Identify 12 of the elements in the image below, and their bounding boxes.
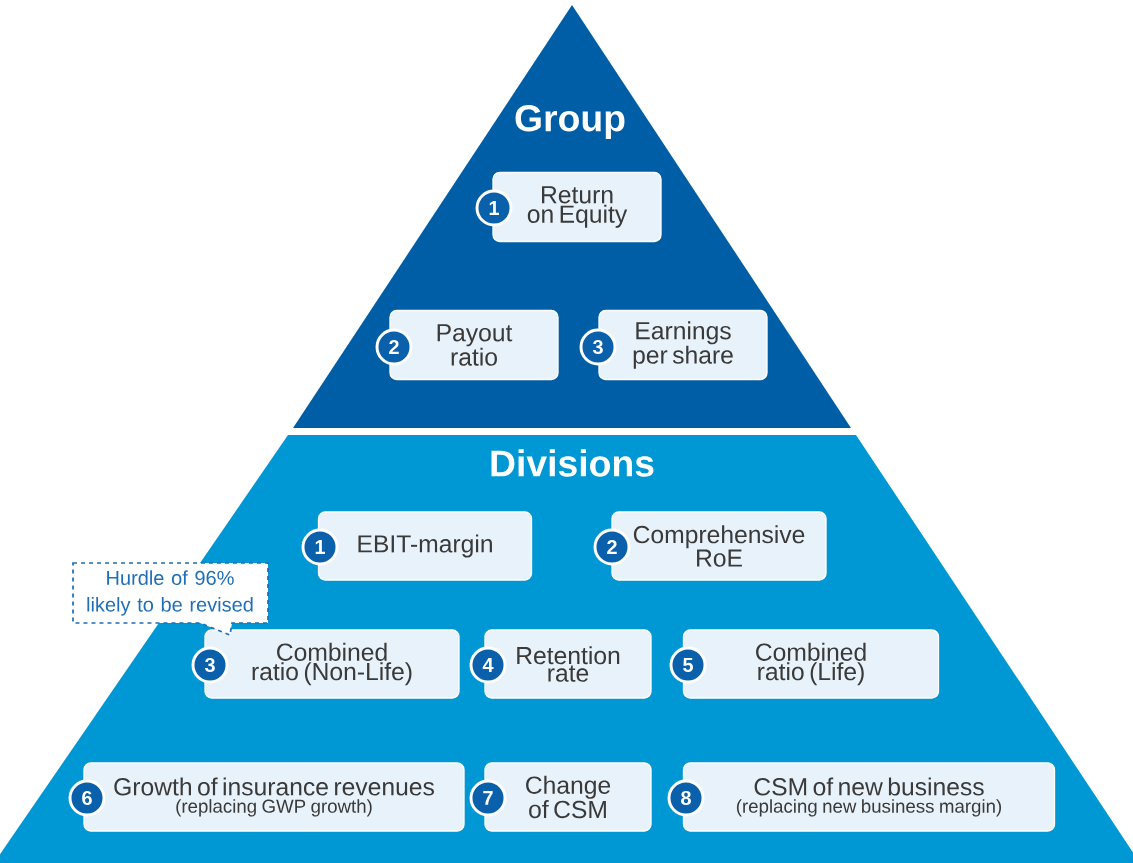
- number-badge: 1: [475, 189, 513, 227]
- number-badge: 7: [469, 779, 507, 817]
- number-badge: 4: [469, 646, 507, 684]
- number-badge: 2: [593, 528, 631, 566]
- callout-bubble: Hurdle of 96% likely to be revised: [72, 562, 269, 637]
- number-badge: 3: [191, 646, 229, 684]
- number-badge: 6: [68, 779, 106, 817]
- number-badge: 2: [375, 328, 413, 366]
- number-badge: 3: [579, 328, 617, 366]
- number-badge: 8: [667, 779, 705, 817]
- number-badge: 5: [669, 646, 707, 684]
- number-badge: 1: [301, 528, 339, 566]
